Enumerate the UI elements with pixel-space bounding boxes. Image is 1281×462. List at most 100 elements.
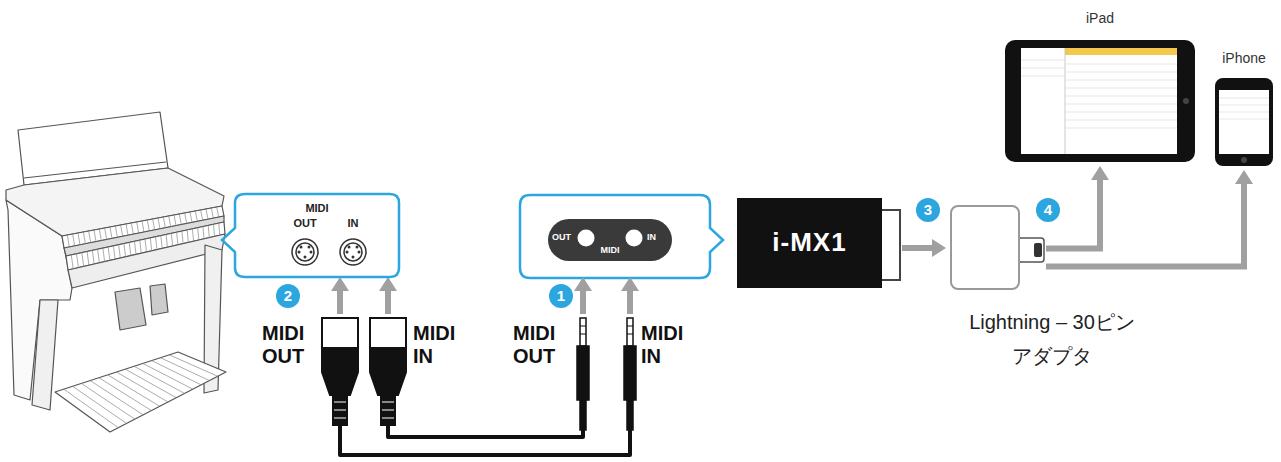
din-pins bbox=[298, 251, 301, 254]
key-line bbox=[87, 251, 89, 265]
mini-plug bbox=[627, 318, 633, 346]
screen-rows bbox=[1021, 60, 1177, 128]
din-pins bbox=[346, 251, 349, 254]
key-line bbox=[143, 363, 193, 389]
key-line bbox=[64, 389, 119, 428]
node-text: MIDI bbox=[305, 202, 328, 215]
node-text: OUT bbox=[293, 217, 316, 230]
phone: iPhone bbox=[1215, 78, 1273, 166]
mini-plug bbox=[627, 400, 633, 430]
tablet-outline bbox=[1005, 40, 1195, 162]
key-line bbox=[78, 233, 80, 245]
key-line bbox=[125, 369, 176, 398]
key-line bbox=[152, 361, 202, 385]
key-line bbox=[201, 210, 203, 220]
node-text: i-MX1 bbox=[772, 228, 846, 258]
din-plug bbox=[370, 348, 406, 395]
din-jack bbox=[292, 239, 366, 265]
din-pins bbox=[358, 251, 361, 254]
callout-number: 4 bbox=[1036, 198, 1060, 222]
plug-tip-band bbox=[580, 326, 633, 334]
tablet-body bbox=[1005, 40, 1195, 162]
key-line bbox=[192, 229, 193, 241]
plug-label: MIDI IN bbox=[641, 322, 696, 368]
key-line bbox=[206, 209, 208, 219]
key-line bbox=[92, 250, 94, 264]
plug-arrow bbox=[337, 291, 343, 314]
plug-arrow bbox=[580, 291, 586, 314]
organ-illustration bbox=[6, 112, 226, 432]
phone-outline bbox=[1215, 78, 1273, 166]
key-line bbox=[67, 235, 69, 247]
din-pins bbox=[352, 256, 355, 259]
plug-tip-band bbox=[580, 326, 633, 334]
key-line bbox=[179, 214, 181, 225]
mini-jack bbox=[578, 230, 595, 247]
plug-arrow bbox=[627, 291, 633, 314]
node-text: iPhone bbox=[1222, 50, 1266, 66]
mini-plug bbox=[580, 400, 586, 430]
key-line bbox=[161, 236, 162, 249]
node-text: Lightning – 30ピン アダプタ bbox=[952, 305, 1152, 373]
key-line bbox=[83, 232, 85, 244]
key-line bbox=[121, 225, 123, 236]
key-line bbox=[117, 372, 169, 402]
expression-pedal bbox=[150, 284, 168, 315]
phone-body bbox=[1215, 78, 1273, 166]
din-jack bbox=[340, 239, 366, 265]
screen-header bbox=[1065, 48, 1177, 55]
home-button bbox=[1183, 98, 1189, 104]
mini-plug bbox=[580, 318, 586, 346]
din-jack bbox=[292, 239, 318, 265]
callout-number: 2 bbox=[276, 284, 300, 308]
din-jack bbox=[344, 243, 362, 261]
key-line bbox=[150, 238, 151, 251]
home-button bbox=[1241, 157, 1247, 163]
key-line bbox=[203, 227, 204, 239]
mini-plug bbox=[577, 318, 636, 430]
key-line bbox=[99, 378, 152, 411]
plug-relief bbox=[334, 402, 394, 418]
keyboard-keys bbox=[64, 207, 220, 428]
key-line bbox=[182, 231, 183, 244]
key-line bbox=[140, 240, 142, 253]
key-line bbox=[98, 249, 100, 263]
plug-arrow bbox=[340, 291, 630, 314]
pedalboard bbox=[55, 352, 226, 432]
key-line bbox=[156, 237, 157, 250]
dock-connector bbox=[880, 210, 900, 280]
key-line bbox=[219, 223, 220, 235]
plug-label: MIDI OUT bbox=[513, 322, 568, 368]
arrow-connector bbox=[902, 245, 932, 251]
key-line bbox=[217, 207, 219, 217]
key-line bbox=[131, 223, 133, 234]
midi-cable bbox=[388, 425, 583, 437]
din-pins bbox=[300, 246, 303, 249]
key-line bbox=[77, 254, 79, 268]
callout-number: 3 bbox=[916, 198, 940, 222]
node-text: OUT bbox=[552, 232, 571, 242]
din-plug bbox=[322, 318, 406, 425]
key-line bbox=[124, 244, 126, 257]
key-line bbox=[115, 226, 117, 237]
mini-plug bbox=[624, 346, 636, 400]
key-line bbox=[187, 230, 188, 242]
din-plug bbox=[322, 348, 358, 395]
callout-number: 1 bbox=[549, 284, 573, 308]
key-line bbox=[110, 227, 112, 238]
port-callout: MIDIOUTIN bbox=[220, 193, 400, 278]
screen-rows bbox=[1219, 98, 1269, 119]
mini-plug bbox=[577, 346, 589, 400]
key-line bbox=[99, 229, 101, 241]
adapter-box: Lightning – 30ピン アダプタ bbox=[950, 205, 1020, 290]
node-text: iPad bbox=[1086, 10, 1114, 26]
tablet: iPad bbox=[1005, 40, 1195, 162]
key-line bbox=[208, 225, 209, 237]
key-line bbox=[177, 232, 178, 245]
screen-rows bbox=[1021, 60, 1177, 128]
din-plug bbox=[370, 318, 406, 348]
key-line bbox=[94, 230, 96, 242]
key-line bbox=[169, 216, 171, 227]
